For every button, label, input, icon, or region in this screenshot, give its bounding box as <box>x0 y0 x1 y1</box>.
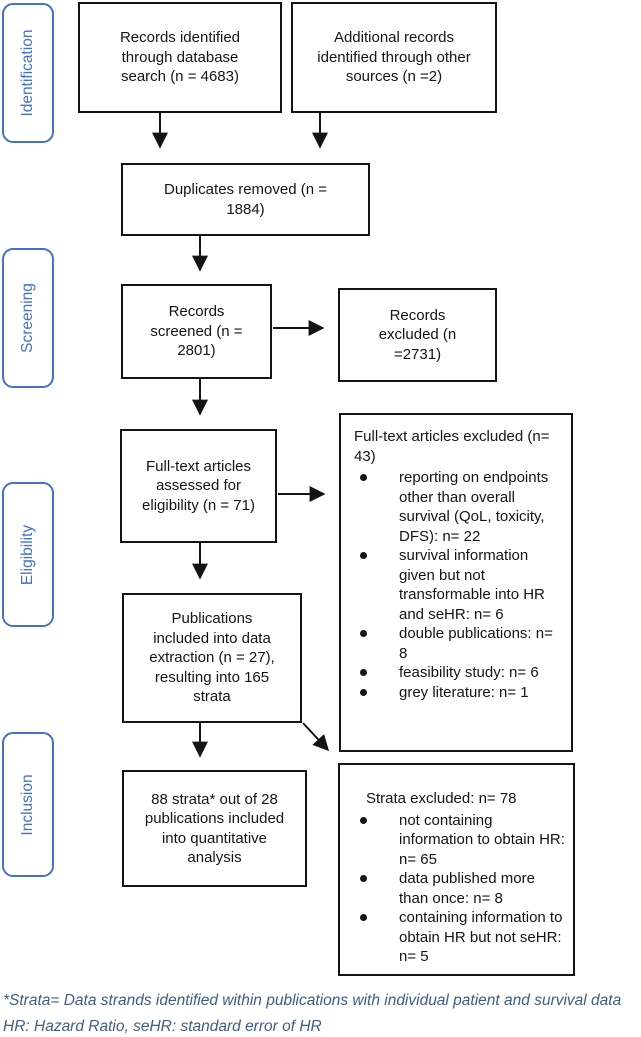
list-item: data published more than once: n= 8 <box>354 869 565 908</box>
list-item-text: data published more than once: n= 8 <box>399 870 535 907</box>
box-duplicates-removed-text: Duplicates removed (n = 1884) <box>164 181 327 218</box>
box-additional-records-text: Additional records identified through ot… <box>317 29 471 86</box>
stage-eligibility: Eligibility <box>2 482 54 627</box>
stage-inclusion: Inclusion <box>2 732 54 877</box>
stage-screening-label: Screening <box>19 283 36 353</box>
box-strata-included-text: 88 strata* out of 28 publications includ… <box>144 790 285 867</box>
box-publications-included: Publications included into data extracti… <box>122 593 302 723</box>
box-duplicates-removed: Duplicates removed (n = 1884) <box>121 163 370 236</box>
box-records-screened-text: Records screened (n = 2801) <box>150 303 243 360</box>
list-item: double publications: n= 8 <box>354 624 563 663</box>
list-item-text: survival information given but not trans… <box>399 547 545 623</box>
list-item-text: double publications: n= 8 <box>399 625 553 662</box>
footnote-strata-definition: *Strata= Data strands identified within … <box>3 992 622 1009</box>
bullet-icon <box>360 816 367 824</box>
list-item: not containing information to obtain HR:… <box>354 811 565 870</box>
stage-screening: Screening <box>2 248 54 388</box>
fulltext-excluded-list: reporting on endpoints other than overal… <box>354 468 563 702</box>
box-fulltext-assessed: Full-text articles assessed for eligibil… <box>120 429 277 543</box>
bullet-icon <box>360 875 367 882</box>
box-records-excluded-text: Records excluded (n =2731) <box>378 306 457 363</box>
box-strata-included: 88 strata* out of 28 publications includ… <box>122 770 307 887</box>
list-item-text: not containing information to obtain HR:… <box>399 811 565 868</box>
box-fulltext-excluded: Full-text articles excluded (n= 43) repo… <box>339 413 573 752</box>
list-item: containing information to obtain HR but … <box>354 908 565 967</box>
strata-excluded-list: not containing information to obtain HR:… <box>354 811 565 967</box>
strata-excluded-title: Strata excluded: n= 78 <box>366 790 517 807</box>
box-records-identified: Records identified through database sear… <box>78 2 282 113</box>
stage-inclusion-label: Inclusion <box>19 773 36 836</box>
box-records-identified-text: Records identified through database sear… <box>119 29 241 86</box>
list-item-text: grey literature: n= 1 <box>399 683 529 701</box>
connector-publications-to-strata-excluded <box>302 722 330 752</box>
bullet-icon <box>360 474 367 481</box>
bullet-icon <box>360 630 367 637</box>
stage-identification-label: Identification <box>19 29 36 117</box>
bullet-icon <box>360 552 367 559</box>
list-item: reporting on endpoints other than overal… <box>354 468 563 546</box>
box-additional-records: Additional records identified through ot… <box>291 2 497 113</box>
bullet-icon <box>360 669 367 676</box>
list-item: grey literature: n= 1 <box>354 683 563 703</box>
list-item-text: reporting on endpoints other than overal… <box>399 469 549 545</box>
list-item-text: containing information to obtain HR but … <box>399 909 563 965</box>
list-item: survival information given but not trans… <box>354 546 563 624</box>
stage-identification: Identification <box>2 3 54 143</box>
box-records-screened: Records screened (n = 2801) <box>121 284 272 379</box>
bullet-icon <box>360 914 367 921</box>
stage-eligibility-label: Eligibility <box>19 524 36 585</box>
list-item-text: feasibility study: n= 6 <box>399 664 539 681</box>
box-records-excluded: Records excluded (n =2731) <box>338 288 497 382</box>
box-fulltext-assessed-text: Full-text articles assessed for eligibil… <box>142 457 255 514</box>
footnote-abbreviations: HR: Hazard Ratio, seHR: standard error o… <box>3 1018 322 1035</box>
box-strata-excluded: Strata excluded: n= 78 not containing in… <box>338 763 575 976</box>
list-item: feasibility study: n= 6 <box>354 663 563 683</box>
bullet-icon <box>360 688 367 696</box>
box-publications-included-text: Publications included into data extracti… <box>149 610 275 706</box>
fulltext-excluded-title: Full-text articles excluded (n= 43) <box>354 428 550 465</box>
